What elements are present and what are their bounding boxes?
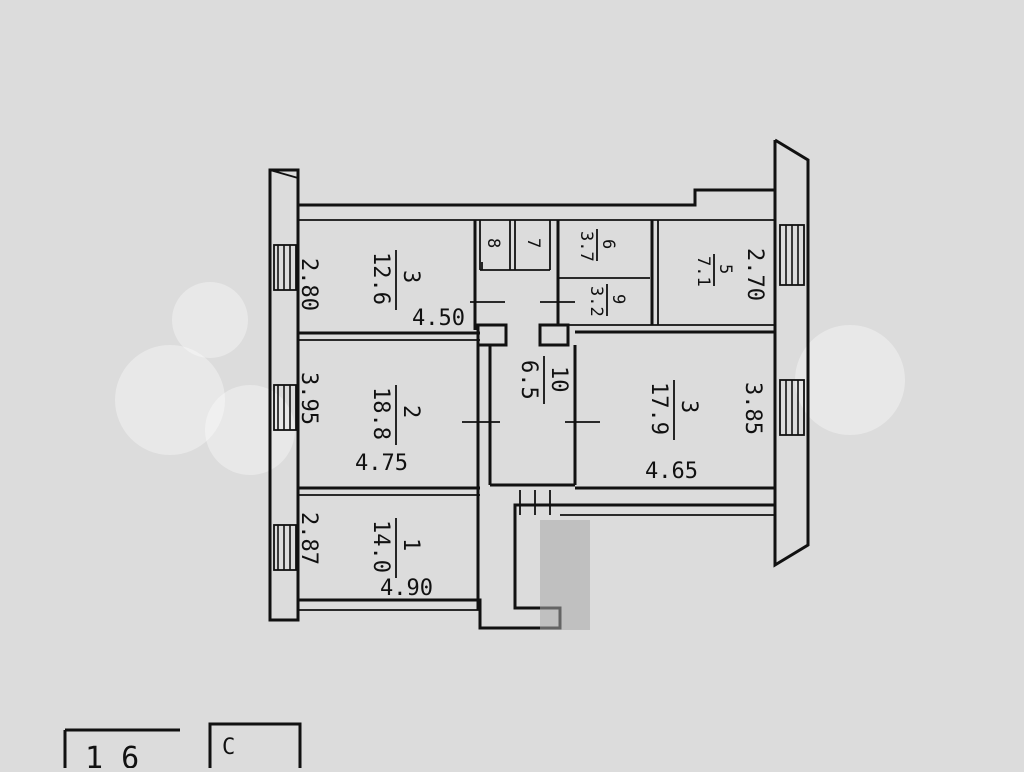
window-right-1: [779, 224, 805, 286]
room-7-number: 7: [523, 238, 543, 248]
room-3-left-length: 4.50: [412, 306, 465, 331]
room-8-number: 8: [483, 238, 503, 248]
room-area: 18.8: [368, 387, 393, 440]
room-3-left-label: 3 12.6: [368, 250, 423, 310]
room-area: 6.5: [516, 360, 541, 400]
room-number: 9: [608, 294, 628, 304]
room-3-right-width: 3.85: [740, 382, 765, 435]
room-6-label: 6 3.7: [576, 229, 618, 262]
window-left-2: [273, 384, 297, 431]
dimension-ticks: [462, 262, 600, 423]
interior-walls: [298, 220, 775, 610]
room-area: 7.1: [693, 256, 713, 287]
room-number: 10: [546, 366, 571, 393]
room-3-right-length: 4.65: [645, 459, 698, 484]
room-area: 3.2: [586, 286, 606, 317]
bottom-mark-number: 1 6: [85, 741, 139, 768]
room-3-left-width: 2.80: [296, 258, 321, 311]
room-number: 2: [398, 405, 423, 418]
room-number: 3: [676, 400, 701, 413]
room-area: 12.6: [368, 252, 393, 305]
window-left-3: [273, 524, 297, 571]
blurred-patch: [540, 520, 590, 630]
room-1-label: 1 14.0: [368, 518, 423, 578]
room-1-width: 2.87: [296, 512, 321, 565]
watermark: [115, 282, 905, 475]
room-number: 1: [398, 538, 423, 551]
room-1-length: 4.90: [380, 576, 433, 601]
room-5-label: 5 7.1: [693, 254, 735, 287]
room-9-label: 9 3.2: [586, 284, 628, 317]
bottom-mark-letter: С: [222, 735, 235, 760]
room-5-width: 2.70: [742, 248, 767, 301]
room-area: 14.0: [368, 520, 393, 573]
bottom-marks: С 1 6: [63, 722, 302, 772]
outer-walls: [268, 138, 810, 630]
room-area: 17.9: [646, 382, 671, 435]
windows: [273, 224, 805, 571]
window-left-1: [273, 244, 297, 291]
room-2-label: 2 18.8: [368, 385, 423, 445]
room-2-width: 3.95: [296, 372, 321, 425]
room-area: 3.7: [576, 231, 596, 262]
room-2-length: 4.75: [355, 451, 408, 476]
room-3-right-label: 3 17.9: [646, 380, 701, 440]
room-10-label: 10 6.5: [516, 356, 571, 404]
room-number: 6: [598, 239, 618, 249]
room-number: 3: [398, 270, 423, 283]
room-number: 5: [715, 264, 735, 274]
window-right-2: [779, 379, 805, 436]
